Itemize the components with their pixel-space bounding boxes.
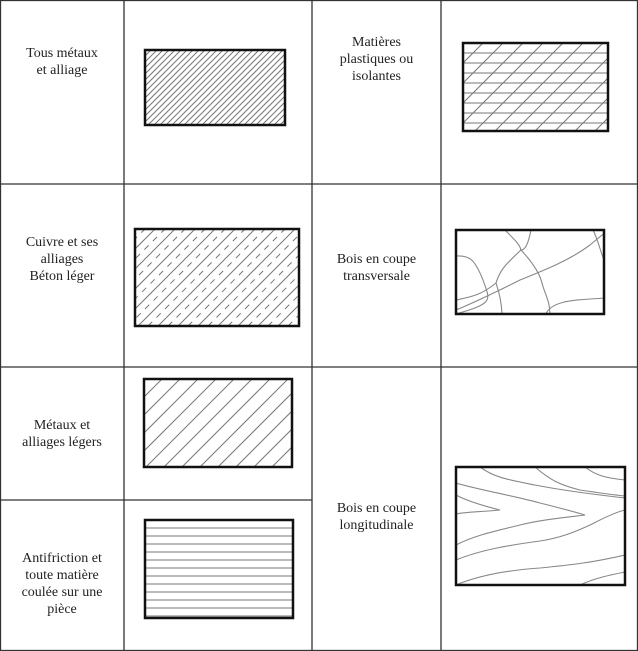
hatch-line [534,57,608,131]
hatch-line [463,43,524,104]
hatch-line [362,379,450,467]
label-wood-cross: Bois en coupe transversale [336,252,417,284]
label-plastics: Matières plastiques ou isolantes [339,35,414,84]
hatch-line [135,229,196,290]
hatch-line [163,379,253,467]
hatch-line [213,53,285,125]
hatch-line [145,50,218,123]
hatch-line [137,229,236,326]
hatch-line [463,43,504,84]
wood-long-grain [456,467,625,585]
label-antifriction: Antifriction et toute matière coulée sur… [21,551,103,617]
hatch-line [145,379,235,467]
hatch-line [147,50,224,125]
hatch-line [145,50,194,99]
hatch-line [135,229,226,320]
hatch-line [183,50,260,125]
hatch-line [574,97,608,131]
metal-hatch [145,50,285,125]
hatch-line [308,379,396,467]
hatch-line [171,50,248,125]
hatch-line [157,229,256,326]
hatch-line [253,428,292,467]
hatch-line [494,43,584,131]
hatch-line [159,50,236,125]
hatch-line [594,117,608,131]
hatch-line [277,304,299,326]
hatch-line [199,379,289,467]
hatch-line [344,379,432,467]
hatch-line [207,50,284,125]
hatch-line [257,284,299,326]
hatch-line [227,254,299,326]
hatch-line [145,50,164,69]
label-wood-long: Bois en coupe longitudinale [336,501,417,533]
hatch-line [463,43,484,64]
hatch-line [145,50,182,87]
hatch-line [189,50,266,125]
hatch-line [514,43,604,131]
hatch-line [147,229,246,326]
label-copper: Cuivre et ses alliages Béton léger [25,235,99,284]
hatch-line [144,379,217,452]
hatch-line [165,50,242,125]
hatch-line [267,107,285,125]
hatch-line [261,101,285,125]
hatch-line [271,446,292,467]
hatch-line [145,50,176,81]
hatch-line [144,379,181,416]
hatch-line [145,50,200,105]
hatch-line [201,50,278,125]
hatch-line [177,50,254,125]
hatch-line [145,50,170,75]
hatch-line [217,244,299,326]
hatch-line [167,229,266,326]
hatch-line [249,89,285,125]
hatch-line [195,50,272,125]
label-all-metals: Tous métaux et alliage [26,46,98,78]
hatch-line [177,229,276,326]
plastic-hatch [463,43,638,131]
hatch-line [463,43,544,124]
hatch-line [326,379,414,467]
hatch-line [145,50,212,117]
hatch-line [197,229,296,326]
hatch-line [187,229,286,326]
hatch-line [289,464,292,467]
hatch-line [153,50,230,125]
hatch-line [237,77,285,125]
label-light-metals: Métaux et alliages légers [22,418,102,450]
hatch-line [145,50,188,93]
hatch-line [135,229,156,250]
hatch-line [145,50,206,111]
hatch-line [231,71,285,125]
hatch-line [237,264,299,326]
hatch-line [235,410,292,467]
hatch-line [255,95,285,125]
hatch-line [474,43,564,131]
light-metal-hatch [144,379,450,467]
hatch-line [181,379,271,467]
hatch-line [207,234,299,326]
wood-cross-grain [456,230,604,314]
hatch-line [615,43,638,131]
hatch-line [225,65,285,125]
hatch-line [219,59,285,125]
antifriction-hatch [145,527,293,617]
hatch-line [144,379,199,434]
hatch-line [135,229,216,310]
hatch-line [135,229,176,270]
specimen-frames [133,41,627,620]
hatch-line [554,77,608,131]
hatch-line [144,379,163,398]
hatch-line [243,83,285,125]
